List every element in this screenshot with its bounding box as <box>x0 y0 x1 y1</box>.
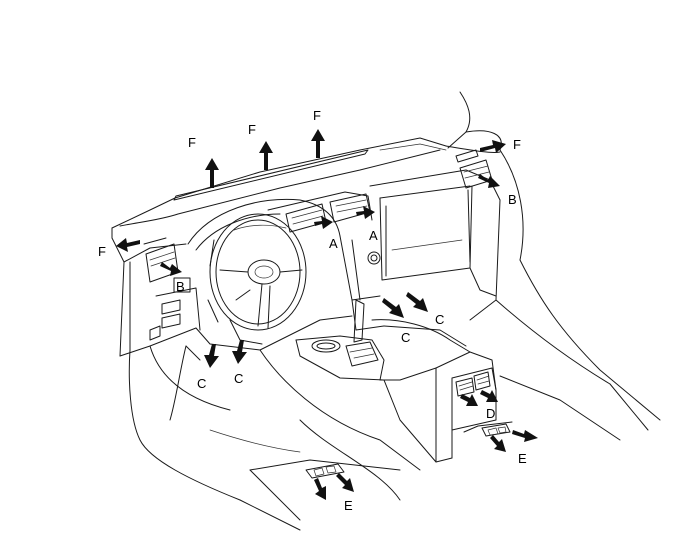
arrow-c-3 <box>382 298 404 318</box>
callout-f-3: F <box>313 108 321 123</box>
dashboard-left <box>111 237 201 357</box>
windshield-outline <box>447 91 524 261</box>
callout-c-1: C <box>197 376 206 391</box>
callout-b-2: B <box>508 192 517 207</box>
rear-floor-vent-left <box>305 463 345 479</box>
callout-a-2: A <box>369 228 378 243</box>
arrow-c-4 <box>406 292 428 312</box>
steering-wheel <box>207 213 307 345</box>
right-door-floor <box>495 259 661 441</box>
arrow-b-right <box>478 174 500 188</box>
side-vent-right <box>455 149 493 189</box>
callout-a-1: A <box>329 236 338 251</box>
callout-b-1: B <box>176 279 185 294</box>
callout-f-2: F <box>248 122 256 137</box>
arrow-a-1 <box>314 216 333 229</box>
arrow-f-right <box>480 140 506 153</box>
callout-labels: F F F F F A A B B C C C C D E E <box>98 108 527 513</box>
arrow-f-up-1 <box>205 158 219 188</box>
dashboard-top <box>111 137 501 239</box>
arrow-c-2 <box>232 340 247 364</box>
callout-f-1: F <box>188 135 196 150</box>
callout-e-2: E <box>344 498 353 513</box>
callout-c-2: C <box>234 371 243 386</box>
arrow-e-1 <box>314 478 326 500</box>
arrow-d-1 <box>460 394 478 406</box>
dashboard-right <box>369 169 501 321</box>
arrow-a-2 <box>356 206 375 219</box>
arrow-d-2 <box>480 390 498 402</box>
arrow-e-2 <box>336 473 354 492</box>
arrow-f-left <box>116 238 140 252</box>
callout-c-3: C <box>401 330 410 345</box>
airflow-arrows <box>116 129 538 500</box>
callout-d-1: D <box>486 406 495 421</box>
callout-e-1: E <box>518 451 527 466</box>
arrow-e-4 <box>512 430 538 442</box>
console-rear <box>383 351 497 463</box>
arrow-f-up-3 <box>311 129 325 158</box>
arrow-b-left <box>160 262 182 276</box>
arrow-e-3 <box>490 435 506 452</box>
callout-c-4: C <box>435 312 444 327</box>
front-floor <box>128 345 421 531</box>
rear-floor-vent-right <box>463 421 513 437</box>
center-console <box>295 299 471 381</box>
arrow-f-up-2 <box>259 141 273 170</box>
callout-f-4: F <box>98 244 106 259</box>
callout-f-5: F <box>513 137 521 152</box>
arrow-c-1 <box>204 344 219 368</box>
